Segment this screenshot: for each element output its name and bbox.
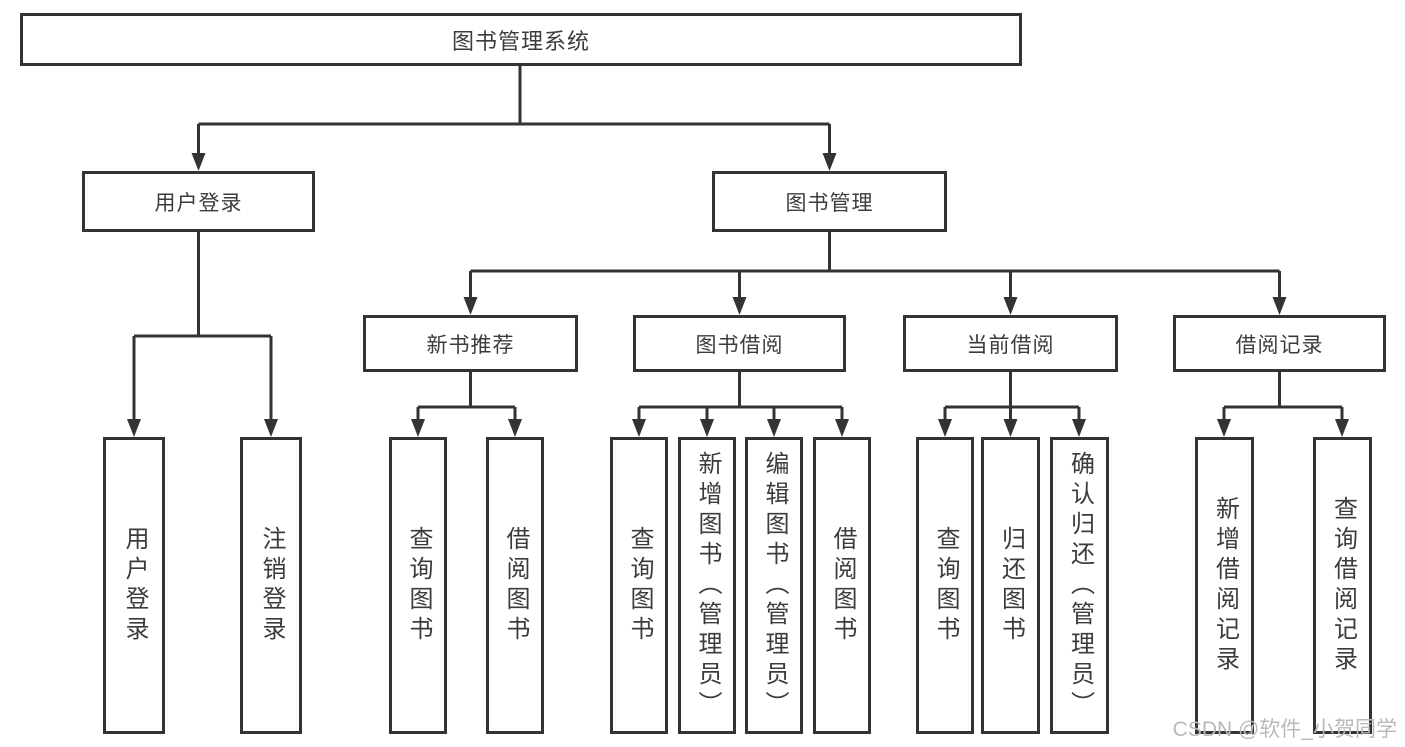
leaf-confirm-return-admin: 确认归还（管理员） [1050,437,1109,734]
node-label: 图书借阅 [695,333,784,357]
node-label: 查询借阅记录 [1329,495,1357,676]
node-label: 查询图书 [626,525,653,646]
node-current-borrowing: 当前借阅 [903,315,1118,372]
node-user-login-branch: 用户登录 [82,171,315,232]
leaf-query-borrow-record: 查询借阅记录 [1313,437,1372,734]
node-label: 查询图书 [405,525,432,646]
node-label: 新书推荐 [426,333,515,357]
csdn-watermark: CSDN @软件_小贺同学 [1172,718,1397,741]
leaf-add-book-admin: 新增图书（管理员） [678,437,736,734]
node-label: 图书管理系统 [451,28,590,54]
node-label: 用户登录 [154,191,243,215]
node-book-borrowing: 图书借阅 [633,315,846,372]
node-label: 归还图书 [997,525,1025,646]
leaf-logout: 注销登录 [240,437,302,734]
node-label: 图书管理 [785,191,874,215]
leaf-borrow-books-borrowing: 借阅图书 [813,437,871,734]
node-label: 确认归还（管理员） [1066,450,1094,721]
node-label: 查询图书 [932,525,959,646]
node-label: 用户登录 [121,525,148,646]
leaf-edit-book-admin: 编辑图书（管理员） [745,437,803,734]
leaf-query-books-recommend: 查询图书 [389,437,447,734]
leaf-borrow-books-recommend: 借阅图书 [486,437,544,734]
node-label: 借阅图书 [502,525,529,646]
node-label: 借阅记录 [1235,333,1324,357]
leaf-query-books-current: 查询图书 [916,437,974,734]
node-new-book-recommend: 新书推荐 [363,315,578,372]
leaf-add-borrow-record: 新增借阅记录 [1195,437,1254,734]
node-label: 当前借阅 [966,333,1055,357]
leaf-return-books: 归还图书 [981,437,1040,734]
node-root-library-system: 图书管理系统 [20,13,1022,66]
node-label: 借阅图书 [829,525,856,646]
node-label: 新增图书（管理员） [694,450,721,721]
node-label: 新增借阅记录 [1211,495,1239,676]
node-book-management-branch: 图书管理 [712,171,947,232]
arrowheads [127,153,1349,437]
node-label: 编辑图书（管理员） [761,450,788,721]
node-label: 注销登录 [258,525,285,646]
leaf-user-login: 用户登录 [103,437,165,734]
node-borrowing-records: 借阅记录 [1173,315,1386,372]
leaf-query-books-borrowing: 查询图书 [610,437,668,734]
